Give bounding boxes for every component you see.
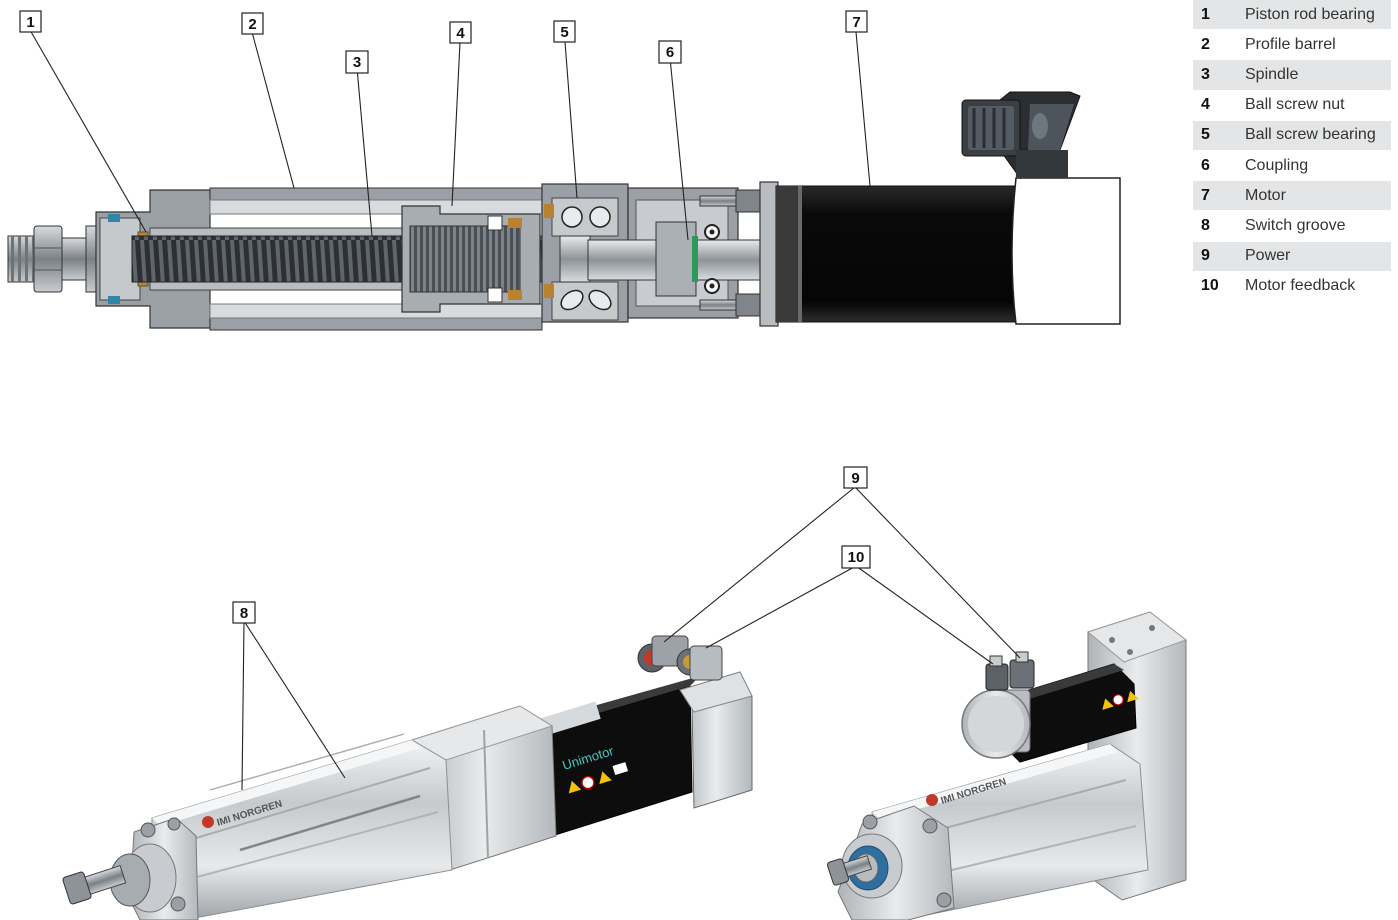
callout-3: 3 bbox=[345, 50, 369, 74]
connector-icon bbox=[961, 91, 1081, 180]
svg-text:7: 7 bbox=[852, 14, 860, 31]
legend-number: 5 bbox=[1193, 120, 1245, 151]
callout-9: 9 bbox=[843, 466, 868, 489]
legend-number: 8 bbox=[1193, 210, 1245, 242]
callout-10: 10 bbox=[841, 545, 871, 569]
legend-label: Ball screw nut bbox=[1245, 90, 1391, 121]
legend-label: Spindle bbox=[1245, 59, 1391, 91]
cross-section-view bbox=[7, 91, 1121, 331]
legend-number: 1 bbox=[1193, 0, 1245, 31]
legend-label: Coupling bbox=[1245, 150, 1391, 182]
svg-text:2: 2 bbox=[248, 16, 256, 33]
actuator-left-view: Unimotor IMI NORGREN bbox=[62, 635, 753, 920]
callout-8: 8 bbox=[232, 601, 256, 624]
legend-number: 10 bbox=[1193, 271, 1245, 302]
legend-label: Switch groove bbox=[1245, 210, 1391, 242]
legend-label: Power bbox=[1245, 241, 1391, 272]
svg-text:4: 4 bbox=[456, 25, 465, 42]
legend-number: 4 bbox=[1193, 90, 1245, 121]
legend-label: Ball screw bearing bbox=[1245, 120, 1391, 151]
legend-label: Motor feedback bbox=[1245, 271, 1391, 302]
callout-4: 4 bbox=[449, 21, 472, 44]
legend-label: Piston rod bearing bbox=[1245, 0, 1391, 31]
leader-lines bbox=[29, 29, 1021, 791]
legend-label: Profile barrel bbox=[1245, 29, 1391, 61]
callout-2: 2 bbox=[241, 12, 264, 35]
actuator-right-view: IMI NORGREN bbox=[826, 611, 1188, 920]
legend-label: Motor bbox=[1245, 180, 1391, 212]
legend-number: 6 bbox=[1193, 150, 1245, 182]
legend-number: 3 bbox=[1193, 59, 1245, 91]
callout-7: 7 bbox=[845, 10, 868, 33]
svg-text:8: 8 bbox=[240, 605, 248, 622]
callout-5: 5 bbox=[553, 20, 576, 43]
callout-6: 6 bbox=[658, 40, 682, 64]
svg-text:3: 3 bbox=[353, 54, 361, 71]
svg-text:9: 9 bbox=[851, 470, 859, 487]
callout-1: 1 bbox=[19, 10, 42, 33]
legend-number: 9 bbox=[1193, 241, 1245, 272]
svg-text:1: 1 bbox=[26, 14, 34, 31]
svg-text:5: 5 bbox=[560, 24, 568, 41]
legend-number: 2 bbox=[1193, 29, 1245, 61]
actuator-diagram: Unimotor IMI NORGREN bbox=[7, 10, 1188, 920]
svg-text:6: 6 bbox=[666, 44, 674, 61]
legend-number: 7 bbox=[1193, 180, 1245, 212]
svg-text:10: 10 bbox=[848, 549, 865, 566]
